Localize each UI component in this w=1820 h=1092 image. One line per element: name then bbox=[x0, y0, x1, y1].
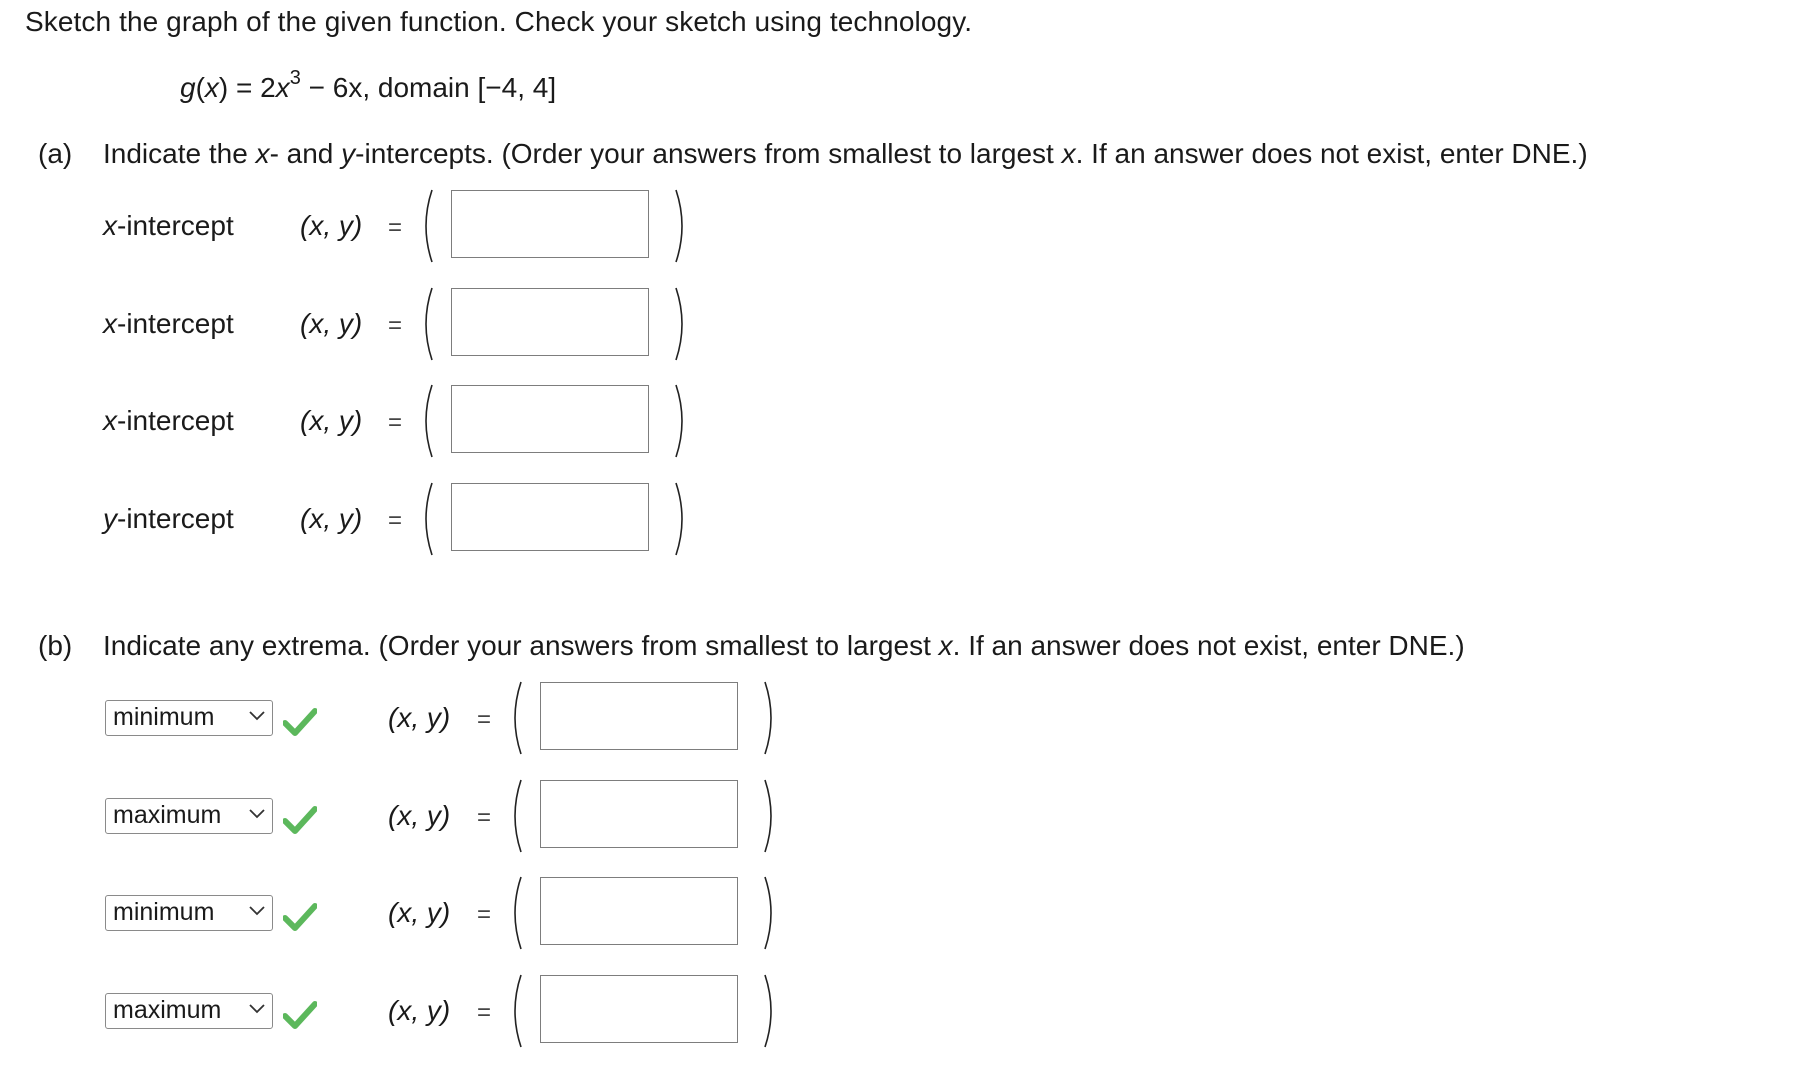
extrema-answer-input[interactable] bbox=[540, 975, 738, 1043]
function-exponent: 3 bbox=[289, 67, 301, 89]
xy-pair-label: (x, y) bbox=[300, 210, 363, 241]
xy-pair-label: (x, y) bbox=[388, 995, 451, 1026]
intercept-var: x bbox=[103, 405, 117, 436]
function-name: g bbox=[180, 72, 196, 103]
intercept-label: x-intercept bbox=[103, 308, 234, 340]
intercept-label: x-intercept bbox=[103, 210, 234, 242]
intercept-label-text: -intercept bbox=[117, 308, 234, 339]
part-b-text-2: . If an answer does not exist, enter DNE… bbox=[952, 630, 1465, 661]
intercept-var: y bbox=[103, 503, 117, 534]
extrema-type-select[interactable]: maximum bbox=[105, 993, 273, 1029]
xy-pair-label: (x, y) bbox=[388, 702, 451, 733]
open-paren bbox=[418, 188, 436, 269]
open-paren bbox=[507, 680, 525, 761]
intercept-answer-input[interactable] bbox=[451, 190, 649, 258]
intercept-label: y-intercept bbox=[103, 503, 234, 535]
equals-sign: = bbox=[388, 312, 403, 339]
extrema-type-select[interactable]: maximum bbox=[105, 798, 273, 834]
function-lhs: ) = 2 bbox=[218, 72, 276, 103]
extrema-type-select[interactable]: minimum bbox=[105, 895, 273, 931]
part-a-label: (a) bbox=[38, 138, 73, 169]
checkmark-icon bbox=[283, 1001, 317, 1029]
close-paren bbox=[672, 188, 690, 269]
intercept-var: x bbox=[103, 210, 117, 241]
open-paren bbox=[418, 383, 436, 464]
part-a-text-1: Indicate the bbox=[103, 138, 256, 169]
checkmark-icon bbox=[283, 903, 317, 931]
close-paren bbox=[672, 481, 690, 562]
extrema-type-select[interactable]: minimum bbox=[105, 700, 273, 736]
equals-sign: = bbox=[477, 999, 492, 1026]
close-paren bbox=[672, 286, 690, 367]
extrema-type-value: minimum bbox=[113, 898, 215, 926]
open-paren bbox=[418, 286, 436, 367]
part-a-var-y: y bbox=[341, 138, 356, 169]
intercept-label: x-intercept bbox=[103, 405, 234, 437]
part-b-var-x: x bbox=[938, 630, 953, 661]
intercept-answer-input[interactable] bbox=[451, 288, 649, 356]
open-paren bbox=[418, 481, 436, 562]
xy-pair-label: (x, y) bbox=[300, 503, 363, 534]
intercept-label-text: -intercept bbox=[117, 405, 234, 436]
equals-sign: = bbox=[477, 901, 492, 928]
close-paren bbox=[761, 778, 779, 859]
chevron-down-icon bbox=[249, 1004, 265, 1014]
extrema-type-value: maximum bbox=[113, 996, 222, 1024]
intercept-label-text: -intercept bbox=[117, 210, 234, 241]
part-a-text-3: -intercepts. (Order your answers from sm… bbox=[355, 138, 1062, 169]
equals-sign: = bbox=[388, 507, 403, 534]
intercept-answer-input[interactable] bbox=[451, 385, 649, 453]
function-rhs: − 6x, domain [−4, 4] bbox=[300, 72, 557, 103]
extrema-type-value: maximum bbox=[113, 801, 222, 829]
extrema-type-value: minimum bbox=[113, 703, 215, 731]
part-a-text-4: . If an answer does not exist, enter DNE… bbox=[1075, 138, 1588, 169]
part-a-text-2: - and bbox=[269, 138, 342, 169]
equals-sign: = bbox=[388, 409, 403, 436]
close-paren bbox=[672, 383, 690, 464]
function-var: x bbox=[204, 72, 219, 103]
part-b-label: (b) bbox=[38, 630, 73, 661]
extrema-answer-input[interactable] bbox=[540, 877, 738, 945]
function-var-2: x bbox=[275, 72, 290, 103]
close-paren bbox=[761, 973, 779, 1054]
part-a-var-x-2: x bbox=[1061, 138, 1076, 169]
open-paren bbox=[507, 778, 525, 859]
checkmark-icon bbox=[283, 708, 317, 736]
xy-pair-label: (x, y) bbox=[388, 800, 451, 831]
close-paren bbox=[761, 875, 779, 956]
equals-sign: = bbox=[477, 706, 492, 733]
xy-pair-label: (x, y) bbox=[300, 405, 363, 436]
instructions-text: Sketch the graph of the given function. … bbox=[25, 6, 973, 37]
intercept-answer-input[interactable] bbox=[451, 483, 649, 551]
xy-pair-label: (x, y) bbox=[388, 897, 451, 928]
extrema-answer-input[interactable] bbox=[540, 682, 738, 750]
part-a-var-x: x bbox=[255, 138, 270, 169]
intercept-label-text: -intercept bbox=[117, 503, 234, 534]
part-a-instructions: Indicate the x- and y-intercepts. (Order… bbox=[103, 138, 1588, 170]
open-paren bbox=[507, 875, 525, 956]
equals-sign: = bbox=[388, 214, 403, 241]
chevron-down-icon bbox=[249, 809, 265, 819]
part-b-instructions: Indicate any extrema. (Order your answer… bbox=[103, 630, 1465, 662]
checkmark-icon bbox=[283, 806, 317, 834]
equals-sign: = bbox=[477, 804, 492, 831]
xy-pair-label: (x, y) bbox=[300, 308, 363, 339]
intercept-var: x bbox=[103, 308, 117, 339]
function-definition: g(x) = 2x3 − 6x, domain [−4, 4] bbox=[180, 67, 557, 103]
open-paren bbox=[507, 973, 525, 1054]
part-b-text-1: Indicate any extrema. (Order your answer… bbox=[103, 630, 939, 661]
chevron-down-icon bbox=[249, 711, 265, 721]
chevron-down-icon bbox=[249, 906, 265, 916]
close-paren bbox=[761, 680, 779, 761]
extrema-answer-input[interactable] bbox=[540, 780, 738, 848]
